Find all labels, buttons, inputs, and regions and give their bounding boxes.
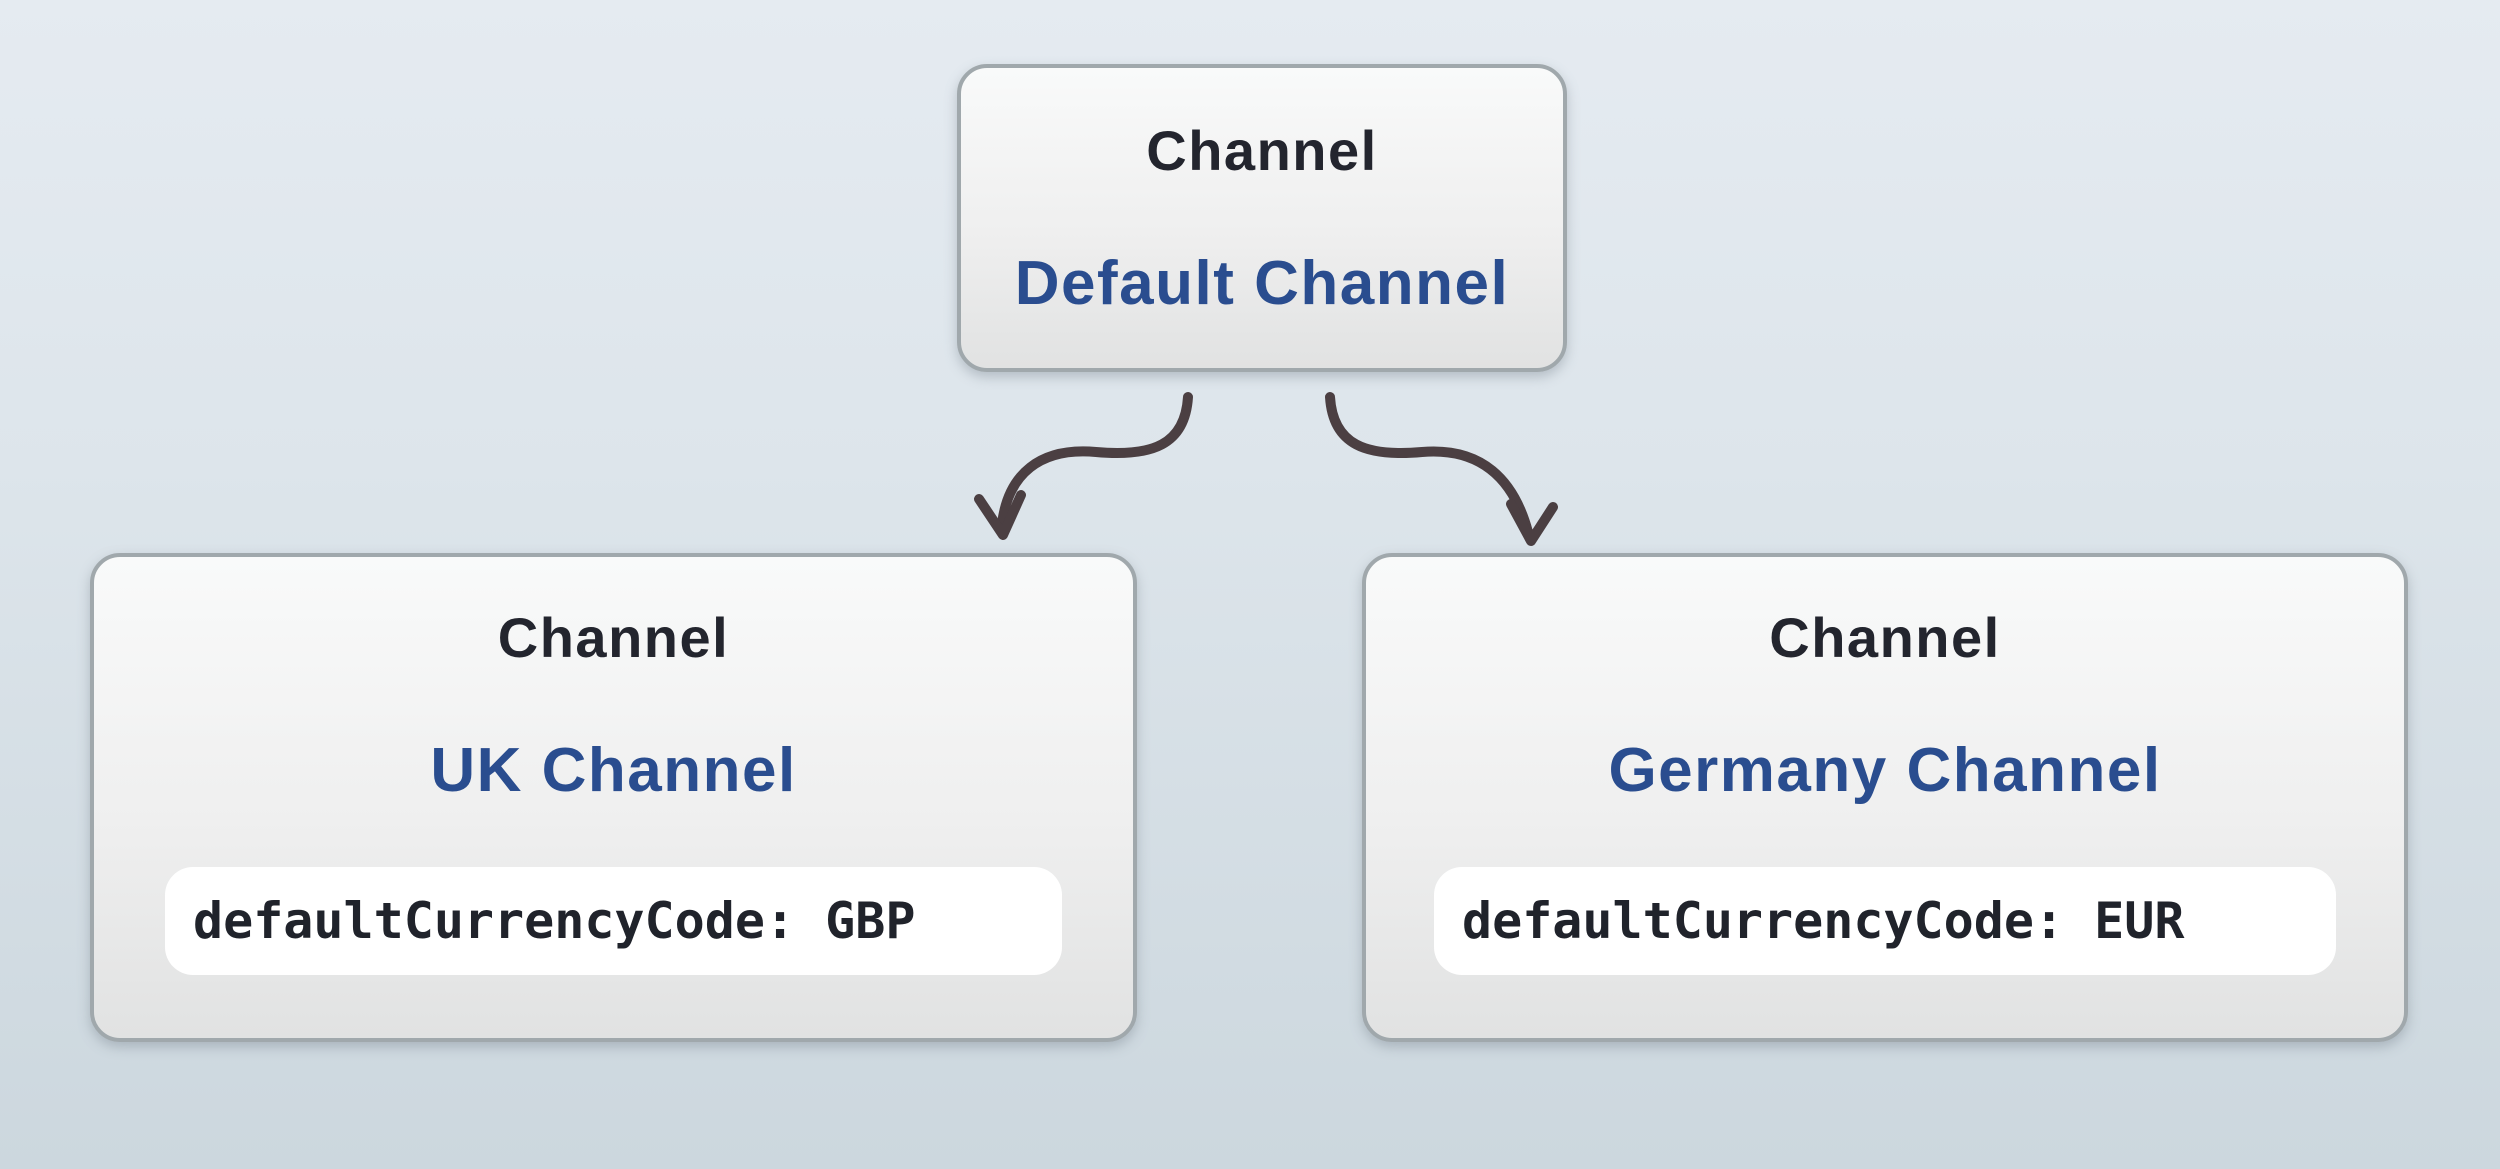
curved-arrow-root-to-uk	[974, 392, 1193, 540]
node-germany-channel: Channel Germany Channel defaultCurrencyC…	[1362, 553, 2408, 1042]
currency-attribute-pill: defaultCurrencyCode: GBP	[165, 867, 1062, 975]
node-uk-channel: Channel UK Channel defaultCurrencyCode: …	[90, 553, 1137, 1042]
curved-arrow-root-to-germany	[1325, 392, 1558, 546]
currency-attribute-pill: defaultCurrencyCode: EUR	[1434, 867, 2336, 975]
arrowhead-to-germany-icon	[1506, 499, 1558, 546]
node-name-label: Default Channel	[1014, 249, 1510, 318]
arrowhead-to-uk-icon	[974, 490, 1026, 540]
node-type-label: Channel	[497, 606, 730, 669]
node-name-label: UK Channel	[430, 736, 797, 805]
node-type-label: Channel	[1146, 119, 1378, 182]
node-type-label: Channel	[1769, 606, 2001, 669]
node-name-label: Germany Channel	[1608, 736, 2162, 805]
node-default-channel: Channel Default Channel	[957, 64, 1567, 372]
currency-attribute-text: defaultCurrencyCode: EUR	[1462, 892, 2185, 950]
currency-attribute-text: defaultCurrencyCode: GBP	[193, 892, 916, 950]
